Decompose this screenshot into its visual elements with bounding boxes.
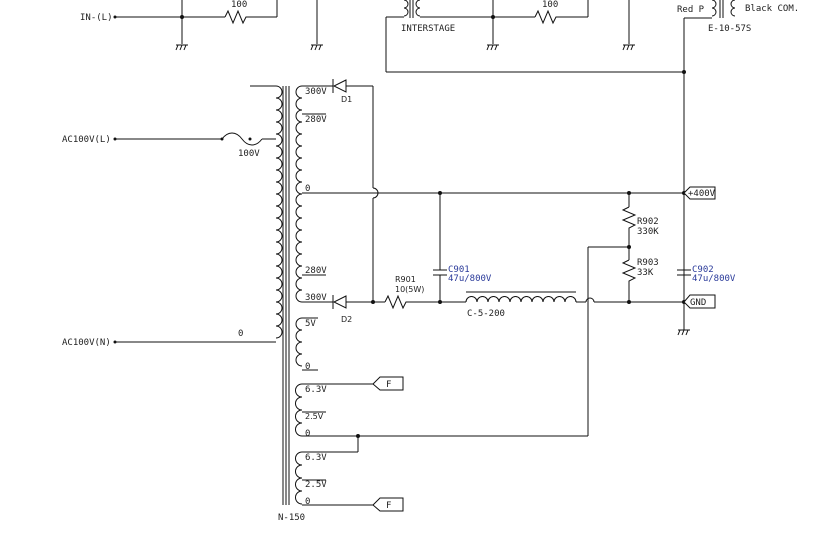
resistor-r902: [621, 191, 637, 260]
flag-gnd: [683, 294, 716, 309]
r902-label: R902: [637, 217, 659, 227]
r902-value: 330K: [637, 227, 659, 237]
ground-symbol-3: [486, 44, 499, 51]
top-input-stage: [113, 0, 318, 44]
tap-label: 6.3V: [305, 385, 327, 395]
ground-symbol-4: [622, 44, 635, 51]
black-com-label: Black COM.: [745, 4, 799, 14]
r903-label: R903: [637, 258, 659, 268]
gnd-flag-label: GND: [690, 298, 706, 308]
tap-label: 300V: [305, 87, 327, 97]
capacitor-c901: [433, 191, 447, 304]
output-transformer: [683, 0, 736, 302]
ac-l-label: AC100V(L): [62, 135, 111, 145]
red-p-label: Red P: [677, 5, 705, 15]
transformer-name-label: N-150: [278, 513, 305, 523]
top-resistor-left-label: 100: [231, 0, 247, 10]
tap-label: 2.5V: [305, 480, 327, 490]
tap-label: 2.5V: [305, 412, 324, 421]
tap-label: 280V: [305, 115, 327, 125]
c901-label: C901: [448, 265, 470, 275]
r903-value: 33K: [637, 268, 654, 278]
tap-label: 280V: [305, 266, 327, 276]
top-interstage-stage: [385, 0, 686, 74]
ground-symbol-1: [175, 44, 188, 51]
tap-label: 0: [305, 362, 310, 372]
d2-label: D2: [341, 315, 352, 324]
power-transformer: [250, 85, 684, 506]
ground-symbol-2: [310, 44, 323, 51]
flag-b-plus: [683, 186, 716, 200]
b-plus-flag-label: +400V: [688, 189, 716, 199]
tap-label: 0: [305, 184, 310, 194]
resistor-r903: [621, 259, 637, 304]
c901-value: 47u/800V: [448, 274, 492, 284]
choke-c5-200: [465, 291, 684, 303]
top-resistor-right-label: 100: [542, 0, 558, 10]
flag-f-heater-2: [372, 497, 404, 512]
heater-bias-wire: [356, 246, 629, 452]
ac-n-label: AC100V(N): [62, 338, 111, 348]
tap-label: 300V: [305, 293, 327, 303]
c902-label: C902: [692, 265, 714, 275]
capacitor-c902: [677, 191, 691, 330]
tap-label: 0: [305, 497, 310, 507]
ac-input-wiring: [113, 132, 276, 344]
f-flag-label-2: F: [386, 501, 391, 511]
r901-label: R901: [395, 275, 416, 284]
primary-zero-label: 0: [238, 329, 243, 339]
tap-label: 0: [305, 429, 310, 439]
choke-label: C-5-200: [467, 309, 505, 319]
tap-label: 5V: [305, 319, 316, 329]
interstage-label: INTERSTAGE: [401, 24, 455, 34]
output-transformer-label: E-10-57S: [708, 24, 751, 34]
tap-label: 6.3V: [305, 453, 327, 463]
resistor-r901: [384, 294, 466, 310]
fuse-tap-label: 100V: [238, 149, 260, 159]
flag-f-heater-1: [372, 376, 404, 391]
ground-symbol-5: [677, 329, 690, 336]
r901-value: 10(5W): [395, 285, 424, 294]
diode-d2: [332, 295, 385, 309]
diode-d1: [332, 79, 373, 93]
f-flag-label-1: F: [386, 380, 391, 390]
in-l-label: IN-(L): [80, 13, 113, 23]
diode-return-wire: [371, 86, 379, 304]
d1-label: D1: [341, 95, 352, 104]
c902-value: 47u/800V: [692, 274, 736, 284]
